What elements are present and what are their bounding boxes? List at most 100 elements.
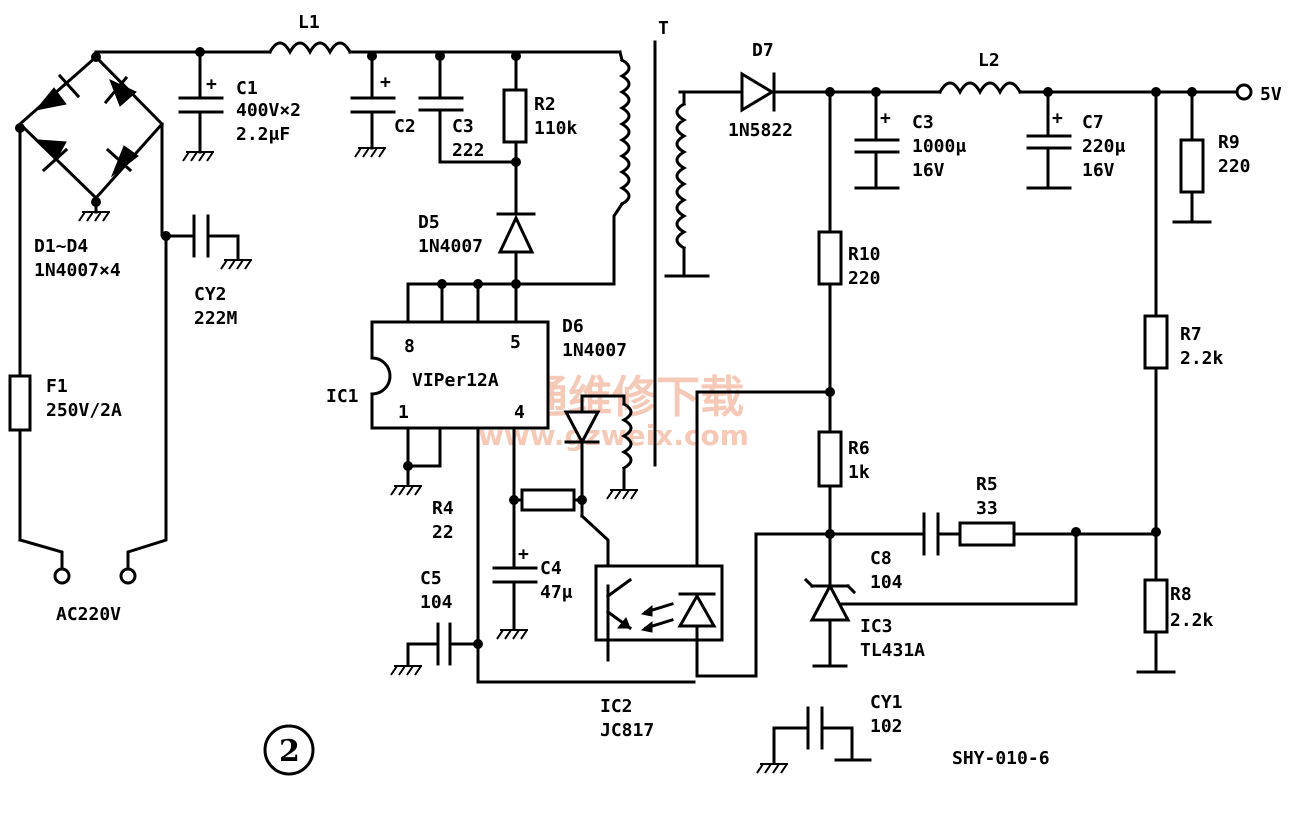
- r8-value: 2.2k: [1170, 610, 1214, 631]
- r6-label: R6: [848, 438, 870, 459]
- c3a-label: C3: [452, 116, 474, 137]
- diode-d7: [728, 71, 942, 113]
- r8-label: R8: [1170, 584, 1192, 605]
- ic2-part: JC817: [600, 720, 654, 741]
- capacitor-c3-222: [418, 51, 518, 164]
- resistor-r6: [817, 430, 843, 588]
- fuse-f1: [8, 126, 32, 542]
- capacitor-cy1: [756, 706, 872, 774]
- figure-number: 2: [279, 734, 300, 769]
- resistor-r10: [817, 90, 843, 434]
- r4-value: 22: [432, 522, 454, 543]
- c2-label: C2: [394, 116, 416, 137]
- d7-label: D7: [752, 40, 774, 61]
- resistor-r7: [1143, 90, 1169, 582]
- capacitor-cy2: [164, 214, 253, 270]
- ac-label: AC220V: [56, 604, 121, 625]
- c3b-value2: 16V: [912, 160, 945, 181]
- d1-d4-label: D1~D4: [34, 236, 88, 257]
- inductor-l1: [267, 41, 622, 56]
- r7-label: R7: [1180, 324, 1202, 345]
- figure-code: SHY-010-6: [952, 748, 1050, 769]
- c3b-label: C3: [912, 112, 934, 133]
- c4-label: C4: [540, 558, 562, 579]
- c7-label: C7: [1082, 112, 1104, 133]
- d6-part: 1N4007: [562, 340, 627, 361]
- d6-label: D6: [562, 316, 584, 337]
- f1-label: F1: [46, 376, 68, 397]
- ic1-label: IC1: [326, 386, 359, 407]
- capacitor-c5: [390, 622, 483, 676]
- r10-label: R10: [848, 244, 881, 265]
- t-label: T: [658, 18, 669, 39]
- capacitor-c4: +: [492, 544, 538, 640]
- svg-text:+: +: [518, 544, 529, 565]
- r2-value: 110k: [534, 118, 578, 139]
- ic3-part: TL431A: [860, 640, 925, 661]
- c1-label: C1: [236, 78, 258, 99]
- svg-text:+: +: [380, 72, 391, 93]
- d7-part: 1N5822: [728, 120, 793, 141]
- resistor-r9: [1172, 90, 1212, 224]
- r2-label: R2: [534, 94, 556, 115]
- capacitor-c3-1000u: +: [854, 90, 900, 190]
- c8-value: 104: [870, 572, 903, 593]
- capacitor-c1: +: [178, 50, 224, 162]
- ic1-pin1: 1: [398, 402, 409, 423]
- capacitor-c2: +: [350, 51, 396, 158]
- r5-value: 33: [976, 498, 998, 519]
- d5-part: 1N4007: [418, 236, 483, 257]
- cy2-label: CY2: [194, 284, 227, 305]
- l1-label: L1: [298, 12, 320, 33]
- ic1-viper12a: [370, 320, 550, 430]
- svg-text:+: +: [880, 108, 891, 129]
- ic2-jc817-optocoupler: [594, 390, 832, 678]
- ic2-label: IC2: [600, 696, 633, 717]
- r7-value: 2.2k: [1180, 348, 1224, 369]
- output-label: 5V: [1260, 84, 1282, 105]
- cy1-label: CY1: [870, 692, 903, 713]
- figure-number-badge: 2: [263, 724, 315, 776]
- c4-value: 47μ: [540, 582, 573, 603]
- r4-label: R4: [432, 498, 454, 519]
- r9-label: R9: [1218, 132, 1240, 153]
- c7-value1: 220μ: [1082, 136, 1126, 157]
- resistor-r2: [502, 51, 528, 216]
- c1-value1: 400V×2: [236, 100, 301, 121]
- ic3-tl431a: [803, 530, 1078, 668]
- f1-value: 250V/2A: [46, 400, 122, 421]
- cy1-value: 102: [870, 716, 903, 737]
- c3a-value: 222: [452, 140, 485, 161]
- cy2-value: 222M: [194, 308, 238, 329]
- resistor-r8: [1136, 578, 1176, 674]
- ac-input-terminals: [18, 234, 168, 585]
- ic1-part: VIPer12A: [412, 370, 499, 391]
- r9-value: 220: [1218, 156, 1251, 177]
- c3b-value1: 1000μ: [912, 136, 966, 157]
- c5-value: 104: [420, 592, 453, 613]
- r10-value: 220: [848, 268, 881, 289]
- diode-d5: [496, 212, 536, 324]
- c8-label: C8: [870, 548, 892, 569]
- l2-label: L2: [978, 50, 1000, 71]
- svg-text:+: +: [1052, 108, 1063, 129]
- bridge-rectifier-d1-d4: [15, 52, 165, 222]
- d1-d4-part: 1N4007×4: [34, 260, 121, 281]
- r6-value: 1k: [848, 462, 870, 483]
- ic1-pin4: 4: [514, 402, 525, 423]
- r5-label: R5: [976, 474, 998, 495]
- ic1-pin8: 8: [404, 336, 415, 357]
- inductor-l2: [937, 81, 1253, 101]
- c7-value2: 16V: [1082, 160, 1115, 181]
- c5-label: C5: [420, 568, 442, 589]
- d5-label: D5: [418, 212, 440, 233]
- ic3-label: IC3: [860, 616, 893, 637]
- capacitor-c7: +: [1026, 90, 1072, 190]
- c1-value2: 2.2μF: [236, 124, 290, 145]
- resistor-r5: [958, 521, 1161, 547]
- transformer-t: [406, 40, 732, 500]
- resistor-r4: [512, 488, 584, 512]
- capacitor-c8: [828, 512, 962, 556]
- svg-text:+: +: [206, 74, 217, 95]
